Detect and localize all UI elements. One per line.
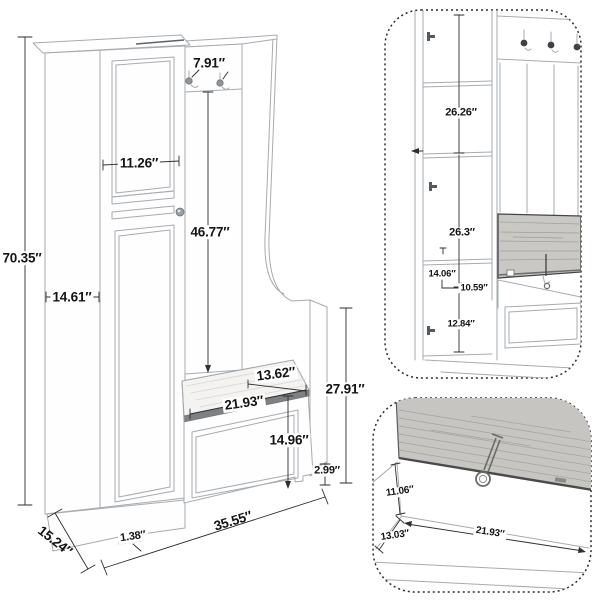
dim-upper-interior-height: 26.26″: [443, 106, 479, 119]
dim-overall-height: 70.35″: [0, 250, 44, 266]
interior-detail-inset: [384, 9, 582, 379]
dim-interior-width: 10.59″: [458, 282, 490, 294]
dim-under-seat-height: 14.96″: [267, 432, 311, 448]
dim-shelf-spacing: 14.06″: [426, 268, 458, 280]
dim-bench-section-height: 27.91″: [323, 381, 367, 397]
dim-open-hanging-height: 46.77″: [188, 224, 232, 240]
dim-base-height: 2.99″: [312, 464, 342, 477]
dim-lower-interior-height: 26.3″: [447, 226, 477, 239]
dim-bottom-interior-height: 12.84″: [445, 318, 477, 330]
dim-door-panel-width: 11.26″: [117, 155, 161, 171]
dim-left-cabinet-width: 14.61″: [50, 289, 94, 305]
bench-storage-inset: [372, 397, 592, 593]
dim-hook-spacing: 7.91″: [193, 55, 225, 71]
